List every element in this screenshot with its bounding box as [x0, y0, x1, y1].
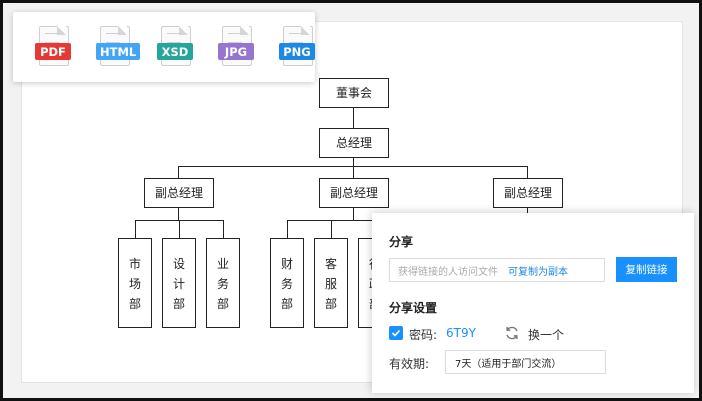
file-fold-shape [179, 26, 188, 35]
html-file-icon[interactable]: HTML [96, 26, 141, 68]
connector-line [353, 158, 354, 178]
org-node-board[interactable]: 董事会 [319, 78, 389, 108]
org-chart-canvas: 董事会 总经理 副总经理 副总经理 副总经理 市场部 设计部 业务部 财务部 客… [21, 21, 683, 383]
org-node-vp-right[interactable]: 副总经理 [493, 178, 563, 208]
regenerate-password-button[interactable]: 换一个 [528, 328, 565, 342]
validity-label: 有效期: [389, 357, 430, 371]
share-settings-title: 分享设置 [389, 301, 438, 315]
pdf-file-icon[interactable]: PDF [35, 26, 71, 68]
file-lines-shape [45, 33, 59, 43]
connector-line [527, 166, 528, 178]
dept-label-char: 部 [324, 296, 337, 311]
share-link-field[interactable]: 获得链接的人访问文件 可复制为副本 [389, 258, 605, 282]
dept-node-mid-2[interactable]: 客服部 [314, 238, 348, 328]
dept-node-mid-1[interactable]: 财务部 [270, 238, 304, 328]
connector-line [353, 208, 354, 220]
dept-label-char: 场 [128, 276, 141, 291]
connector-line [178, 208, 179, 220]
org-node-vp-left[interactable]: 副总经理 [144, 178, 214, 208]
password-label: 密码: [409, 328, 438, 342]
file-fold-shape [57, 26, 66, 35]
file-fold-shape [240, 26, 249, 35]
copy-as-duplicate-link[interactable]: 可复制为副本 [508, 266, 568, 278]
checkmark-icon [391, 329, 401, 337]
refresh-icon[interactable] [504, 325, 520, 341]
connector-line [287, 220, 407, 221]
password-checkbox[interactable] [389, 326, 403, 340]
connector-line [178, 166, 179, 178]
connector-line [223, 220, 224, 238]
connector-line [287, 220, 288, 238]
dept-label-char: 部 [280, 296, 293, 311]
password-value: 6T9Y [446, 326, 476, 340]
file-format-label: PNG [279, 43, 315, 60]
export-toolbar: PDF HTML XSD JPG PNG [13, 12, 315, 82]
connector-line [527, 208, 528, 216]
dept-label-char: 部 [128, 296, 141, 311]
connector-line [178, 166, 528, 167]
validity-select[interactable]: 7天（适用于部门交流） [445, 350, 606, 374]
dept-node-left-2[interactable]: 设计部 [162, 238, 196, 328]
share-title: 分享 [389, 235, 414, 249]
dept-label-char: 务 [216, 276, 229, 291]
jpg-file-icon[interactable]: JPG [218, 26, 254, 68]
share-panel: 分享 获得链接的人访问文件 可复制为副本 复制链接 分享设置 密码: 6T9Y … [372, 213, 694, 393]
dept-label-char: 部 [172, 296, 185, 311]
connector-line [179, 220, 180, 238]
file-format-label: PDF [35, 43, 71, 60]
dept-label-char: 客 [324, 256, 337, 271]
dept-label-char: 市 [128, 256, 141, 271]
connector-line [135, 220, 136, 238]
connector-line [331, 220, 332, 238]
org-node-gm[interactable]: 总经理 [319, 128, 389, 158]
connector-line [353, 108, 354, 128]
dept-label-char: 设 [172, 256, 185, 271]
file-lines-shape [228, 33, 242, 43]
org-node-vp-mid[interactable]: 副总经理 [319, 178, 389, 208]
file-lines-shape [167, 33, 181, 43]
dept-label-char: 部 [216, 296, 229, 311]
file-lines-shape [289, 33, 303, 43]
file-format-label: HTML [96, 43, 141, 60]
dept-node-left-3[interactable]: 业务部 [206, 238, 240, 328]
copy-link-button[interactable]: 复制链接 [616, 257, 677, 282]
dept-label-char: 财 [280, 256, 293, 271]
file-fold-shape [118, 26, 127, 35]
dept-label-char: 务 [280, 276, 293, 291]
dept-label-char: 业 [216, 256, 229, 271]
dept-label-char: 服 [324, 276, 337, 291]
png-file-icon[interactable]: PNG [279, 26, 315, 68]
dept-node-left-1[interactable]: 市场部 [118, 238, 152, 328]
file-format-label: JPG [218, 43, 254, 60]
file-format-label: XSD [157, 43, 193, 60]
file-fold-shape [301, 26, 310, 35]
share-link-placeholder: 获得链接的人访问文件 [398, 266, 498, 278]
dept-label-char: 计 [172, 276, 185, 291]
xsd-file-icon[interactable]: XSD [157, 26, 193, 68]
file-lines-shape [106, 33, 120, 43]
